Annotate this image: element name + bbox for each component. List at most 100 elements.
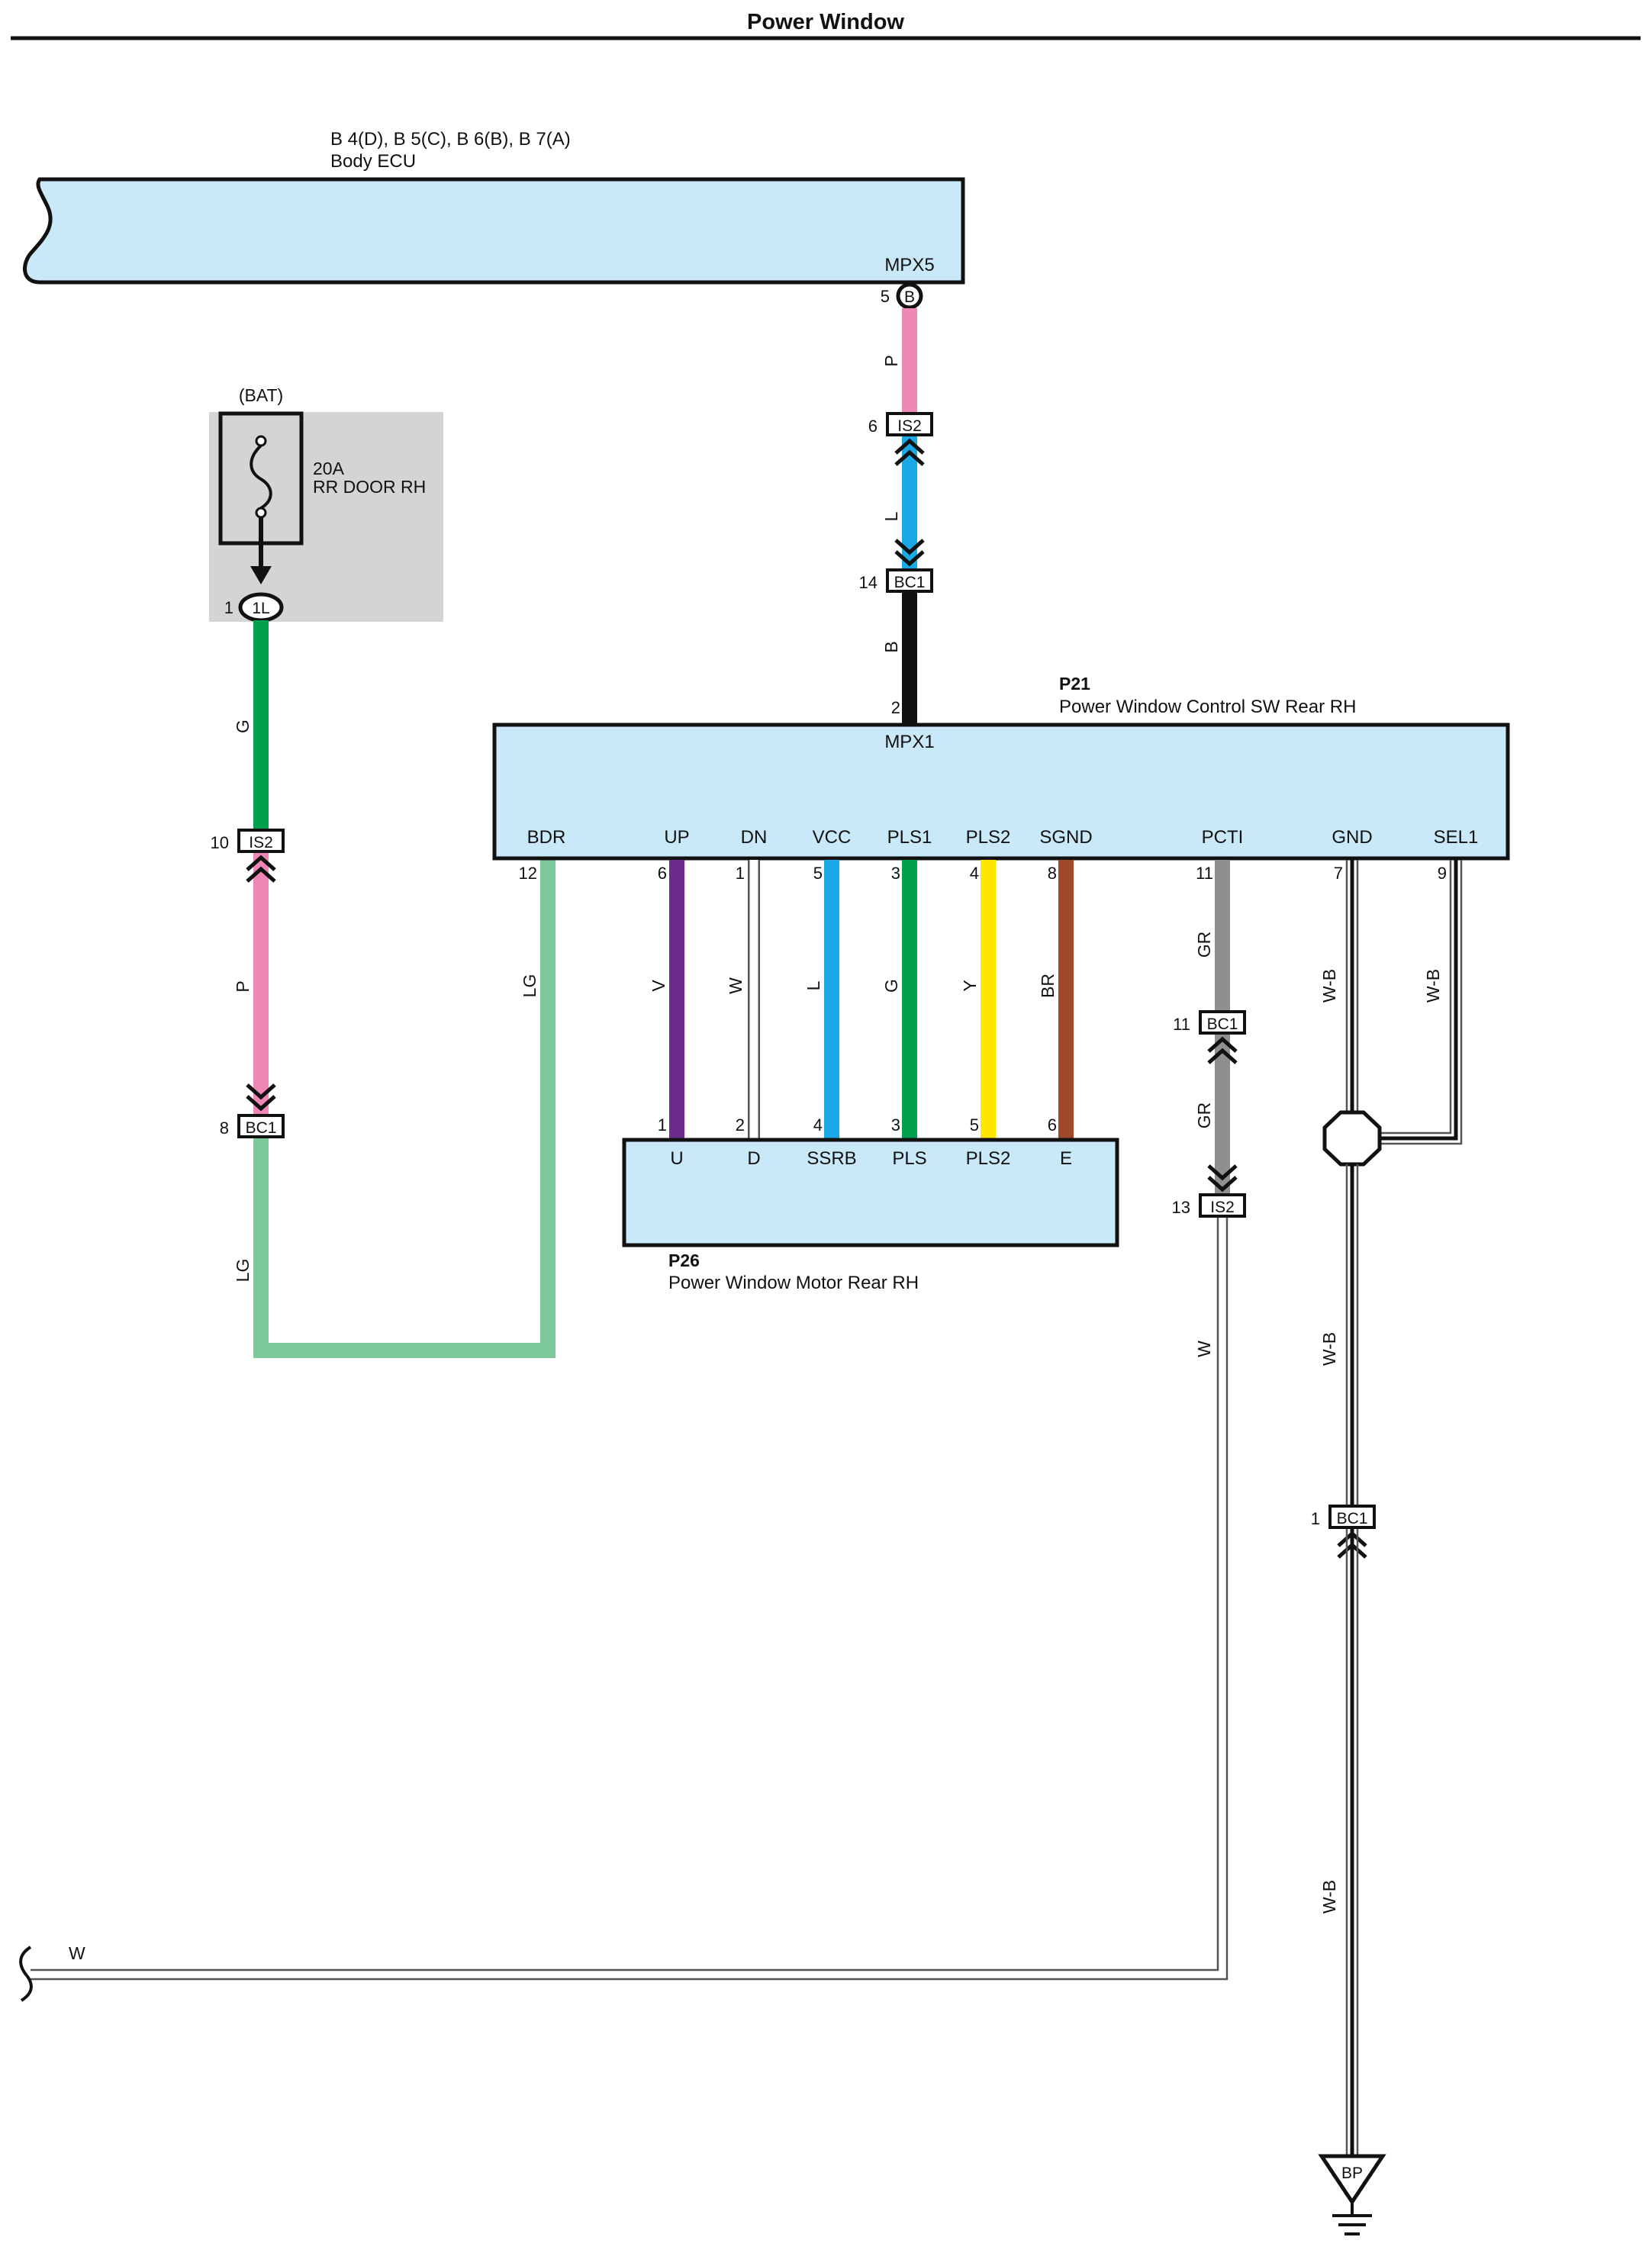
switch-terminal-vcc: VCC (813, 827, 852, 848)
switch-pin-pls2: 4 (970, 864, 979, 883)
motor-name: Power Window Motor Rear RH (668, 1273, 919, 1293)
wire-label-pls2: Y (960, 980, 980, 991)
wire-label-fuse-is2: G (233, 719, 253, 733)
switch-terminal-pls1: PLS1 (887, 827, 932, 848)
fuse-terminal-bottom (255, 507, 267, 519)
motor-box (622, 1138, 1119, 1247)
connector-bc1-left-pin: 8 (220, 1119, 229, 1138)
switch-terminal-pcti: PCTI (1202, 827, 1244, 848)
arrow-bc1-pcti (1207, 1036, 1238, 1064)
switch-box (492, 723, 1510, 861)
connector-bc1-pcti (1199, 1010, 1246, 1035)
connector-bc1-gnd-label: BC1 (1337, 1510, 1368, 1527)
motor-terminal-pls: PLS (892, 1148, 926, 1169)
motor-terminal-d: D (747, 1148, 760, 1169)
wire-label-bc1-switch: B (881, 641, 901, 652)
wire-label-bottom-w: W (69, 1943, 85, 1963)
fuse-terminal-top (255, 435, 267, 447)
arrow-bc1-left (246, 1083, 276, 1112)
ecu-pin-connector-label: B (904, 288, 915, 306)
wire-label-gnd-lower: W-B (1319, 1880, 1339, 1914)
fuse-name: RR DOOR RH (313, 477, 426, 497)
wire-bc1-bdr (253, 859, 555, 1358)
connector-is2-left-label: IS2 (249, 834, 273, 851)
connector-bc1-left-label: BC1 (246, 1119, 277, 1137)
switch-terminal-sgnd: SGND (1039, 827, 1092, 848)
switch-top-pin: 2 (891, 698, 900, 717)
switch-terminal-dn: DN (741, 827, 768, 848)
motor-terminal-ssrb: SSRB (807, 1148, 856, 1169)
connector-bc1-top-pin: 14 (859, 573, 878, 592)
ecu-ref: B 4(D), B 5(C), B 6(B), B 7(A) (330, 129, 571, 150)
wire-label-vcc: L (803, 980, 823, 990)
wire-label-sgnd: BR (1038, 974, 1058, 998)
ecu-terminal-label: MPX5 (884, 255, 934, 275)
wire-gnd-mid-outline (1345, 1164, 1359, 1517)
switch-top-terminal: MPX1 (884, 732, 934, 752)
wire-gnd-lower-outline (1345, 1529, 1359, 2156)
wire-sel1-outline (1380, 860, 1463, 1145)
wire-label-is2-bc1: L (881, 511, 901, 521)
switch-pin-pcti: 11 (1196, 864, 1213, 883)
motor-pin-e: 6 (1048, 1115, 1057, 1135)
switch-terminal-up: UP (664, 827, 689, 848)
page-title: Power Window (747, 10, 904, 34)
ground-label: BP (1341, 2165, 1363, 2182)
wire-label-gnd-mid: W-B (1319, 1332, 1339, 1366)
connector-is2-left (237, 829, 285, 853)
switch-terminal-bdr: BDR (527, 827, 566, 848)
ecu-pin-number: 5 (881, 287, 890, 306)
arrow-bc1-top (894, 539, 925, 567)
connector-bc1-pcti-pin: 11 (1173, 1015, 1190, 1034)
wire-pcti-lower-outline (31, 1218, 1229, 1981)
ground-icon (1318, 2154, 1386, 2206)
fuse-arrow-icon (250, 566, 272, 584)
switch-pin-sgnd: 8 (1048, 864, 1057, 883)
fuse-pin-connector-label: 1L (252, 600, 269, 617)
wire-label-is2-bc1-left: P (233, 980, 253, 992)
switch-pins: 12 6 1 5 3 4 8 11 7 9 (519, 864, 1447, 883)
connector-is2-top-pin: 6 (868, 417, 878, 436)
wire-label-pcti-mid: GR (1194, 1102, 1214, 1129)
switch-pin-sel1: 9 (1438, 864, 1447, 883)
connector-is2-top (886, 412, 933, 436)
connector-bc1-gnd-pin: 1 (1311, 1509, 1320, 1528)
motor-pin-d: 2 (736, 1115, 745, 1135)
switch-pin-dn: 1 (736, 864, 745, 883)
wire-break-icon (19, 1946, 33, 2002)
wire-label-up: V (649, 980, 668, 992)
switch-pin-vcc: 5 (813, 864, 823, 883)
switch-ref: P21 (1059, 674, 1090, 694)
wire-label-bc1-bdr-left: LG (233, 1259, 253, 1283)
switch-pin-gnd: 7 (1334, 864, 1343, 883)
switch-terminals: BDR UP DN VCC PLS1 PLS2 SGND PCTI GND SE… (527, 827, 1479, 848)
connector-bc1-top-label: BC1 (894, 574, 926, 591)
connector-is2-pcti-label: IS2 (1210, 1199, 1235, 1216)
motor-pins: 1 2 4 3 5 6 (658, 1115, 1057, 1135)
switch-terminal-gnd: GND (1332, 827, 1372, 848)
switch-terminal-pls2: PLS2 (966, 827, 1011, 848)
motor-pin-u: 1 (658, 1115, 667, 1135)
fuse-pin-number: 1 (224, 598, 233, 617)
connector-is2-top-label: IS2 (897, 417, 922, 435)
motor-ref: P26 (668, 1250, 700, 1270)
motor-terminals: U D SSRB PLS PLS2 E (670, 1148, 1072, 1169)
ecu-box (23, 177, 965, 285)
connector-is2-pcti (1199, 1193, 1246, 1218)
wire-label-pcti-lower: W (1194, 1341, 1214, 1357)
fuse-source: (BAT) (239, 385, 283, 405)
switch-terminal-sel1: SEL1 (1434, 827, 1479, 848)
motor-pin-ssrb: 4 (813, 1115, 823, 1135)
wire-label-pls1: G (881, 979, 901, 993)
wire-label-pcti-upper: GR (1194, 932, 1214, 958)
splice-point (1322, 1110, 1382, 1167)
switch-name: Power Window Control SW Rear RH (1059, 697, 1356, 717)
arrow-is2-pcti (1207, 1164, 1238, 1193)
ecu-pin-connector (896, 282, 923, 310)
switch-pin-up: 6 (658, 864, 667, 883)
connector-bc1-top (886, 568, 933, 593)
wire-label-dn: W (726, 977, 745, 994)
ecu-name: Body ECU (330, 151, 416, 172)
switch-pin-pls1: 3 (891, 864, 900, 883)
